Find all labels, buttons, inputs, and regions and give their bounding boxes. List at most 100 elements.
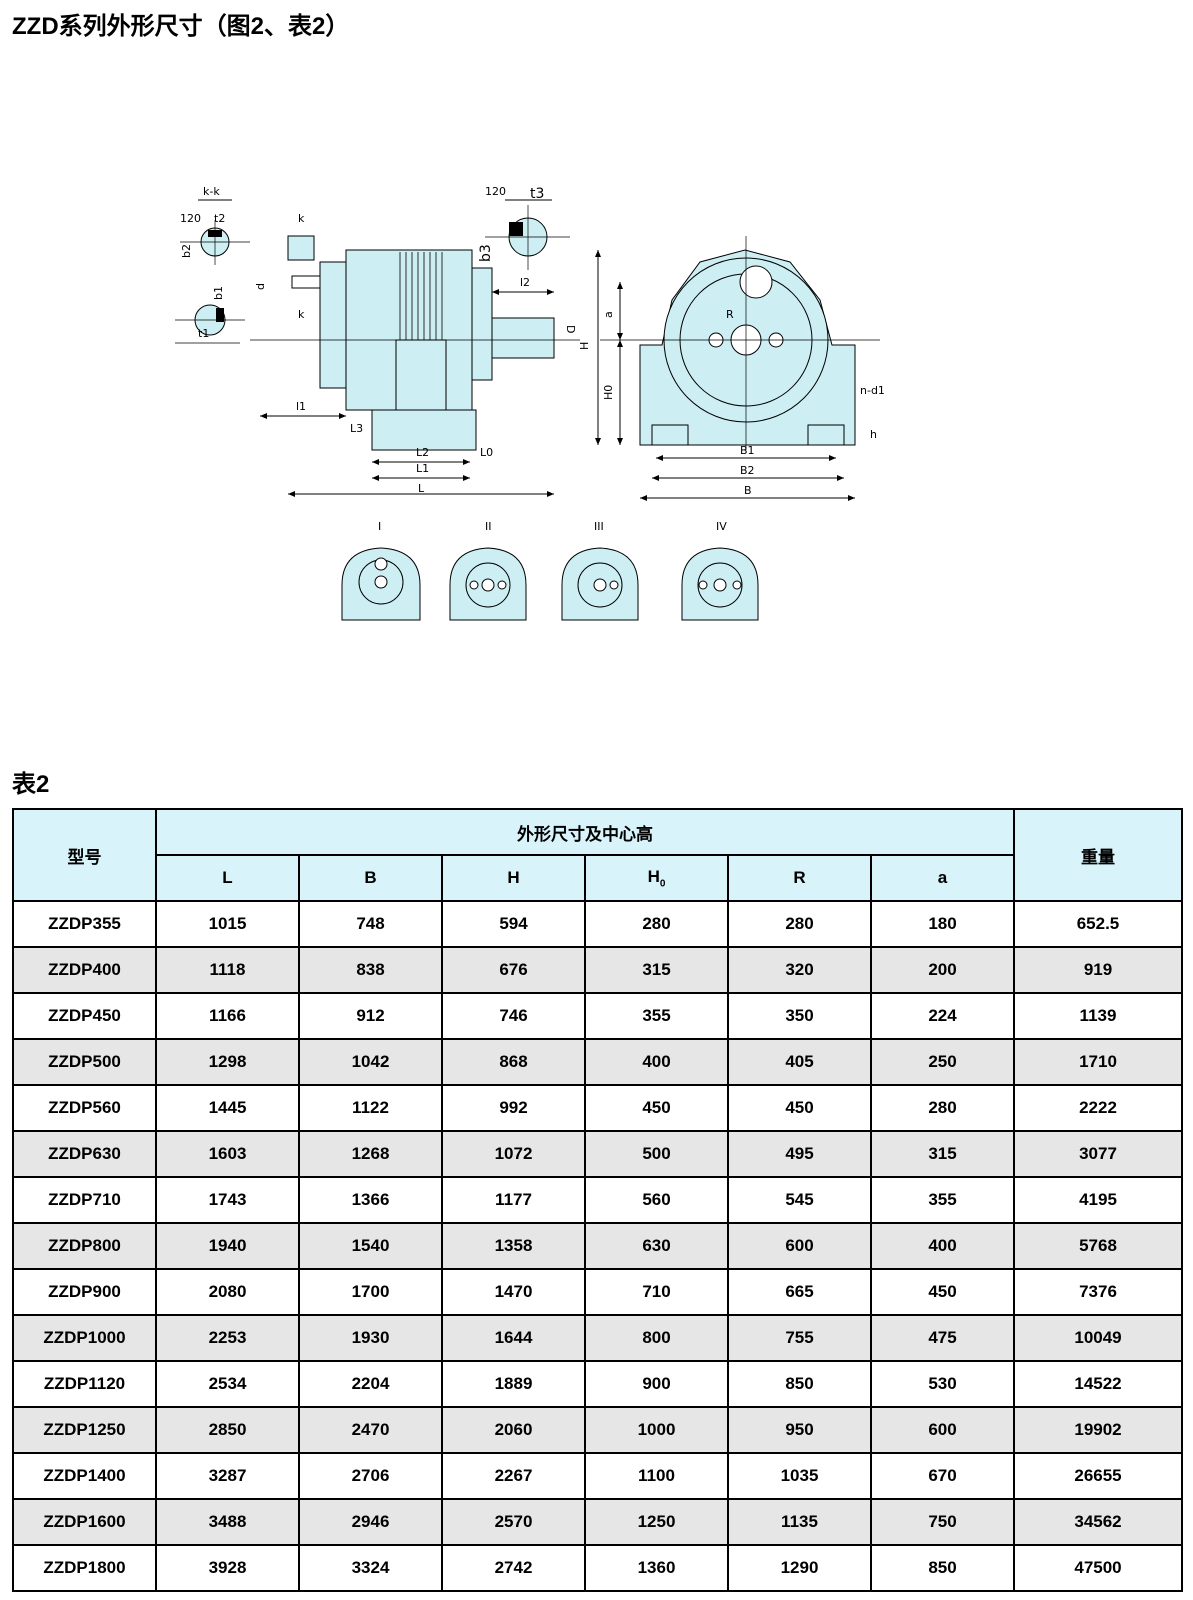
header-weight: 重量 xyxy=(1013,808,1183,902)
side-view: k k d l2 D H l1 L3 L2 L1 L0 L xyxy=(250,212,591,497)
variant-I: I xyxy=(341,520,421,621)
cell-R: 545 xyxy=(727,1176,872,1224)
cell-model: ZZDP500 xyxy=(12,1038,157,1086)
page-title: ZZD系列外形尺寸（图2、表2） xyxy=(12,13,350,40)
header-L: L xyxy=(155,854,300,902)
label-R: R xyxy=(726,308,734,321)
cell-model: ZZDP1000 xyxy=(12,1314,157,1362)
cell-H: 1470 xyxy=(441,1268,586,1316)
cell-H: 1072 xyxy=(441,1130,586,1178)
variant-III: III xyxy=(561,520,639,621)
cell-a: 200 xyxy=(870,946,1015,994)
cell-B: 748 xyxy=(298,900,443,948)
cell-H: 2742 xyxy=(441,1544,586,1592)
cell-L: 2850 xyxy=(155,1406,300,1454)
label-L: L xyxy=(418,482,425,495)
cell-model: ZZDP630 xyxy=(12,1130,157,1178)
key-section-b1: b1 t1 xyxy=(175,286,245,344)
cell-R: 350 xyxy=(727,992,872,1040)
cell-L: 3928 xyxy=(155,1544,300,1592)
cell-B: 1122 xyxy=(298,1084,443,1132)
label-B: B xyxy=(744,484,752,497)
label-k-bottom: k xyxy=(298,308,305,321)
cell-L: 2080 xyxy=(155,1268,300,1316)
cell-model: ZZDP450 xyxy=(12,992,157,1040)
cell-B: 2204 xyxy=(298,1360,443,1408)
label-b3: b3 xyxy=(478,244,494,262)
cell-L: 1298 xyxy=(155,1038,300,1086)
label-l1: l1 xyxy=(296,400,306,413)
cell-B: 1540 xyxy=(298,1222,443,1270)
cell-weight: 1139 xyxy=(1013,992,1183,1040)
cell-L: 1940 xyxy=(155,1222,300,1270)
cell-B: 2706 xyxy=(298,1452,443,1500)
cell-weight: 14522 xyxy=(1013,1360,1183,1408)
cell-R: 405 xyxy=(727,1038,872,1086)
cell-weight: 3077 xyxy=(1013,1130,1183,1178)
variant-II: II xyxy=(449,520,527,621)
cell-a: 280 xyxy=(870,1084,1015,1132)
cell-model: ZZDP400 xyxy=(12,946,157,994)
label-120-right: 120 xyxy=(485,185,506,198)
cell-a: 250 xyxy=(870,1038,1015,1086)
key-section-kk: k-k 120 t2 b2 xyxy=(180,185,250,265)
cell-B: 1268 xyxy=(298,1130,443,1178)
cell-L: 2253 xyxy=(155,1314,300,1362)
cell-H0: 280 xyxy=(584,900,729,948)
cell-L: 3287 xyxy=(155,1452,300,1500)
cell-weight: 19902 xyxy=(1013,1406,1183,1454)
cell-weight: 5768 xyxy=(1013,1222,1183,1270)
cell-H: 1358 xyxy=(441,1222,586,1270)
variant-label-4: IV xyxy=(716,520,727,533)
cell-H0: 710 xyxy=(584,1268,729,1316)
cell-L: 1743 xyxy=(155,1176,300,1224)
cell-model: ZZDP1600 xyxy=(12,1498,157,1546)
cell-R: 1035 xyxy=(727,1452,872,1500)
label-L0: L0 xyxy=(480,446,493,459)
cell-H0: 630 xyxy=(584,1222,729,1270)
cell-a: 530 xyxy=(870,1360,1015,1408)
variant-label-3: III xyxy=(594,520,604,533)
cell-H: 2060 xyxy=(441,1406,586,1454)
label-L3: L3 xyxy=(350,422,363,435)
cell-a: 750 xyxy=(870,1498,1015,1546)
cell-H0: 800 xyxy=(584,1314,729,1362)
cell-L: 1166 xyxy=(155,992,300,1040)
label-kk: k-k xyxy=(203,185,220,198)
key-section-output: 120 t3 b3 xyxy=(478,185,570,270)
cell-model: ZZDP900 xyxy=(12,1268,157,1316)
cell-weight: 1710 xyxy=(1013,1038,1183,1086)
cell-H: 746 xyxy=(441,992,586,1040)
cell-weight: 7376 xyxy=(1013,1268,1183,1316)
cell-H0: 400 xyxy=(584,1038,729,1086)
label-L2: L2 xyxy=(416,446,429,459)
header-H0: H0 xyxy=(584,854,729,902)
cell-B: 1366 xyxy=(298,1176,443,1224)
cell-model: ZZDP1400 xyxy=(12,1452,157,1500)
cell-R: 850 xyxy=(727,1360,872,1408)
label-t1: t1 xyxy=(198,327,209,340)
cell-weight: 4195 xyxy=(1013,1176,1183,1224)
label-t3: t3 xyxy=(530,186,544,202)
header-dimensions: 外形尺寸及中心高 xyxy=(155,808,1015,856)
cell-a: 475 xyxy=(870,1314,1015,1362)
cell-H0: 315 xyxy=(584,946,729,994)
label-b2: b2 xyxy=(180,244,193,258)
cell-B: 3324 xyxy=(298,1544,443,1592)
label-d: d xyxy=(254,283,267,290)
cell-weight: 34562 xyxy=(1013,1498,1183,1546)
cell-a: 224 xyxy=(870,992,1015,1040)
label-h: h xyxy=(870,428,877,441)
cell-B: 912 xyxy=(298,992,443,1040)
cell-R: 950 xyxy=(727,1406,872,1454)
